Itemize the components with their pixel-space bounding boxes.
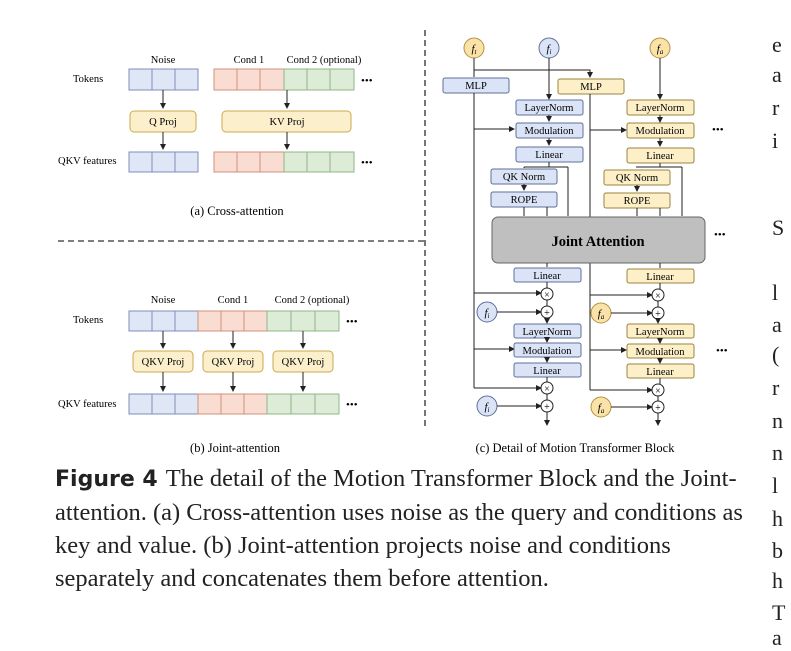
margin-letter: n: [772, 440, 783, 465]
margin-letter: a: [772, 312, 782, 337]
margin-letter: a: [772, 625, 782, 650]
layernorm-right-1-label: LayerNorm: [636, 103, 685, 114]
plus-left-2-sign: +: [544, 402, 550, 413]
row-label-tokens: Tokens: [73, 74, 103, 85]
cond2-tokens: [283, 68, 355, 91]
linear-left-1-label: Linear: [535, 150, 563, 161]
header-noise-b: Noise: [151, 295, 176, 306]
cropped-right-column: e a r i S l a ( r n n l h b h T a: [772, 0, 791, 651]
input-ft-label: ft: [471, 43, 477, 56]
panel-b-title: (b) Joint-attention: [190, 441, 281, 455]
joint-attention-label: Joint Attention: [551, 234, 644, 250]
qkv-proj-cond2-label: QKV Proj: [282, 357, 325, 368]
header-cond2: Cond 2 (optional): [287, 55, 362, 66]
linear-right-2-label: Linear: [646, 272, 674, 283]
layernorm-left-2-label: LayerNorm: [523, 327, 572, 338]
residual-fa-1-label: fa: [598, 308, 605, 321]
qkv-row-a: [128, 151, 355, 173]
qknorm-right-label: QK Norm: [616, 173, 658, 184]
margin-letter: a: [772, 62, 782, 87]
mlp-right-label: MLP: [580, 82, 602, 93]
layernorm-right-2-label: LayerNorm: [636, 327, 685, 338]
modulation-left-2-label: Modulation: [523, 346, 573, 357]
modulation-left-1-label: Modulation: [525, 126, 575, 137]
q-proj-label: Q Proj: [149, 117, 177, 128]
row-label-qkv: QKV features: [58, 156, 116, 167]
ellipsis-c-1: •••: [712, 124, 724, 136]
linear-right-3-label: Linear: [646, 367, 674, 378]
modulation-right-1-label: Modulation: [636, 126, 686, 137]
margin-letter: i: [772, 128, 779, 153]
input-fi-label: fi: [546, 43, 551, 56]
joint-attention-box: [491, 216, 706, 264]
margin-letter: h: [772, 568, 783, 593]
margin-letter: l: [772, 473, 779, 498]
qknorm-left-label: QK Norm: [503, 172, 545, 183]
layernorm-left-1-label: LayerNorm: [525, 103, 574, 114]
panel-joint-attention: Noise Cond 1 Cond 2 (optional) Tokens QK…: [58, 295, 358, 455]
margin-letter: h: [772, 506, 783, 531]
margin-letter: l: [772, 280, 779, 305]
row-label-qkv-b: QKV features: [58, 399, 116, 410]
ellipsis-b-tokens: •••: [346, 316, 358, 328]
linear-left-3-label: Linear: [533, 366, 561, 377]
noise-tokens: [128, 68, 199, 91]
margin-letter: r: [772, 95, 780, 120]
linear-right-1-label: Linear: [646, 151, 674, 162]
token-row-b: [128, 310, 340, 332]
figure-label: Figure 4: [55, 467, 158, 492]
margin-letter: r: [772, 375, 780, 400]
margin-letter: n: [772, 408, 783, 433]
mlp-left-label: MLP: [465, 81, 487, 92]
plus-right-2-sign: +: [655, 403, 661, 414]
qkv-proj-cond1-label: QKV Proj: [212, 357, 255, 368]
multiply-left-1-sign: ×: [544, 290, 550, 301]
multiply-right-2-sign: ×: [655, 386, 661, 397]
margin-letter: S: [772, 215, 785, 240]
token-row-a: [128, 68, 355, 91]
plus-left-1-sign: +: [544, 308, 550, 319]
margin-letter: e: [772, 32, 782, 57]
ellipsis-c-2: •••: [714, 229, 726, 241]
row-label-tokens-b: Tokens: [73, 315, 103, 326]
ellipsis-a-qkv: •••: [361, 157, 373, 169]
panel-a-title: (a) Cross-attention: [190, 204, 284, 218]
qkv-row-b: [128, 393, 340, 415]
panel-c-title: (c) Detail of Motion Transformer Block: [476, 441, 676, 455]
plus-right-1-sign: +: [655, 309, 661, 320]
margin-letter: b: [772, 538, 783, 563]
kv-proj-label: KV Proj: [269, 117, 304, 128]
residual-fa-2-label: fa: [598, 402, 605, 415]
panel-cross-attention: Noise Cond 1 Cond 2 (optional) Tokens QK…: [58, 55, 373, 218]
header-cond2-b: Cond 2 (optional): [275, 295, 350, 306]
rope-right-label: ROPE: [624, 196, 651, 207]
linear-left-2-label: Linear: [533, 271, 561, 282]
header-cond1-b: Cond 1: [218, 295, 249, 306]
ellipsis-c-3: •••: [716, 345, 728, 357]
mlp-right-box: [557, 78, 625, 95]
margin-letter: (: [772, 342, 780, 367]
residual-fi-2-label: fi: [484, 401, 489, 414]
cond1-tokens: [213, 68, 285, 91]
ellipsis-a-tokens: •••: [361, 75, 373, 87]
modulation-right-2-label: Modulation: [636, 347, 686, 358]
margin-letter: T: [772, 600, 786, 625]
figure-caption-text: The detail of the Motion Transformer Blo…: [55, 465, 743, 592]
ellipsis-b-qkv: •••: [346, 399, 358, 411]
residual-fi-1-label: fi: [484, 307, 489, 320]
multiply-left-2-sign: ×: [544, 384, 550, 395]
qkv-proj-noise-label: QKV Proj: [142, 357, 185, 368]
mlp-left-box: [442, 77, 510, 94]
header-cond1: Cond 1: [234, 55, 265, 66]
panel-motion-transformer-block: ft fi fa MLP MLP LayerNorm Mod: [442, 37, 728, 455]
header-noise: Noise: [151, 55, 176, 66]
input-fa-label: fa: [657, 43, 664, 56]
multiply-right-1-sign: ×: [655, 291, 661, 302]
rope-left-label: ROPE: [511, 195, 538, 206]
